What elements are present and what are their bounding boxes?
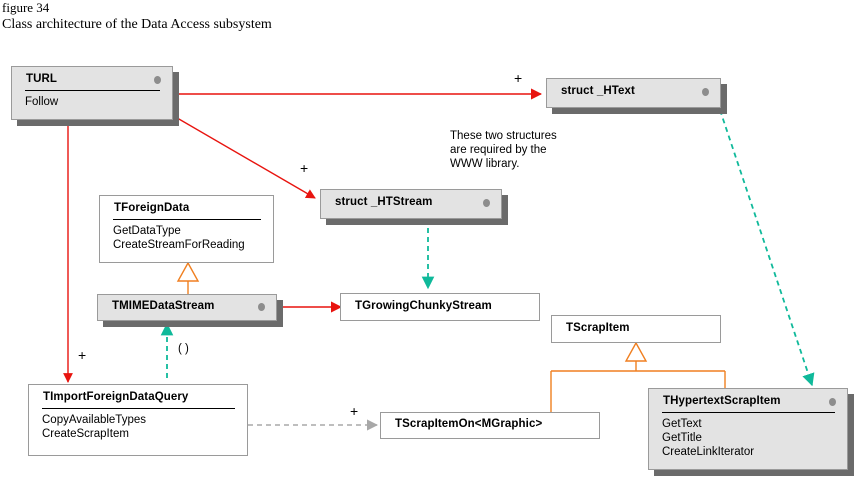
class-divider — [113, 219, 261, 220]
class-node-growing[interactable]: TGrowingChunkyStream — [340, 293, 540, 321]
operation-item: GetDataType — [113, 225, 181, 237]
operation-item: CopyAvailableTypes — [42, 414, 146, 426]
class-divider — [25, 90, 160, 91]
class-divider — [662, 412, 835, 413]
edge-turl-htstream — [171, 114, 316, 199]
class-name: TURL — [26, 73, 58, 85]
label-mimestream-interface: ( ) — [178, 343, 189, 355]
operation-item: GetText — [662, 418, 702, 430]
class-node-htstream[interactable]: struct _HTStream — [320, 189, 508, 225]
operation-item: Follow — [25, 96, 59, 108]
class-name: THypertextScrapItem — [663, 395, 781, 407]
operation-item: CreateLinkIterator — [662, 446, 755, 458]
class-name: TScrapItem — [566, 322, 630, 334]
class-handle-dot-icon[interactable] — [258, 303, 265, 311]
class-name: TImportForeignDataQuery — [43, 391, 189, 403]
figure-caption: Class architecture of the Data Access su… — [2, 17, 272, 32]
class-node-scrapon[interactable]: TScrapItemOn<MGraphic> — [380, 412, 600, 439]
class-operations: CopyAvailableTypes CreateScrapItem — [29, 409, 247, 446]
note-www-library: These two structures are required by the… — [450, 130, 557, 170]
node-body: TURL Follow — [11, 66, 173, 120]
class-name: struct _HText — [561, 85, 635, 97]
class-handle-dot-icon[interactable] — [702, 88, 709, 96]
node-body: THypertextScrapItem GetText GetTitle Cre… — [648, 388, 848, 470]
node-body: TScrapItem — [551, 315, 721, 343]
class-name: struct _HTStream — [335, 196, 433, 208]
class-name: TForeignData — [114, 202, 190, 214]
node-body: TScrapItemOn<MGraphic> — [380, 412, 600, 439]
node-body: struct _HText — [546, 78, 721, 108]
class-handle-dot-icon[interactable] — [154, 76, 161, 84]
node-body: struct _HTStream — [320, 189, 502, 219]
edge-htext-hypertext — [719, 109, 815, 387]
operation-item: CreateScrapItem — [42, 428, 129, 440]
label-turl-htext-multiplicity: + — [514, 70, 523, 86]
class-node-mimestream[interactable]: TMIMEDataStream — [97, 294, 283, 327]
class-name: TGrowingChunkyStream — [355, 300, 492, 312]
class-divider — [42, 408, 235, 409]
generalization-triangle-foreigndata — [176, 261, 200, 282]
operation-item: CreateStreamForReading — [113, 239, 245, 251]
class-node-scrapitem[interactable]: TScrapItem — [551, 315, 721, 343]
node-body: TForeignData GetDataType CreateStreamFor… — [99, 195, 274, 263]
class-handle-dot-icon[interactable] — [483, 199, 490, 207]
generalization-triangle-scrapitem — [624, 341, 648, 362]
class-node-foreigndata[interactable]: TForeignData GetDataType CreateStreamFor… — [99, 195, 274, 263]
class-handle-dot-icon[interactable] — [829, 398, 836, 406]
node-body: TImportForeignDataQuery CopyAvailableTyp… — [28, 384, 248, 456]
class-operations: GetDataType CreateStreamForReading — [100, 220, 273, 257]
operation-item: GetTitle — [662, 432, 702, 444]
class-name: TScrapItemOn<MGraphic> — [395, 418, 543, 430]
class-node-htext[interactable]: struct _HText — [546, 78, 727, 114]
figure-number: figure 34 — [2, 0, 50, 15]
class-node-importquery[interactable]: TImportForeignDataQuery CopyAvailableTyp… — [28, 384, 248, 456]
label-turl-importquery-multiplicity: + — [78, 347, 87, 363]
class-node-turl[interactable]: TURL Follow — [11, 66, 179, 126]
label-importquery-scrapon-multiplicity: + — [350, 403, 359, 419]
node-body: TMIMEDataStream — [97, 294, 277, 321]
class-name: TMIMEDataStream — [112, 300, 215, 312]
label-turl-htstream-multiplicity: + — [300, 160, 309, 176]
class-operations: Follow — [12, 91, 172, 114]
class-operations: GetText GetTitle CreateLinkIterator — [649, 413, 847, 464]
class-node-hypertext[interactable]: THypertextScrapItem GetText GetTitle Cre… — [648, 388, 854, 476]
node-body: TGrowingChunkyStream — [340, 293, 540, 321]
